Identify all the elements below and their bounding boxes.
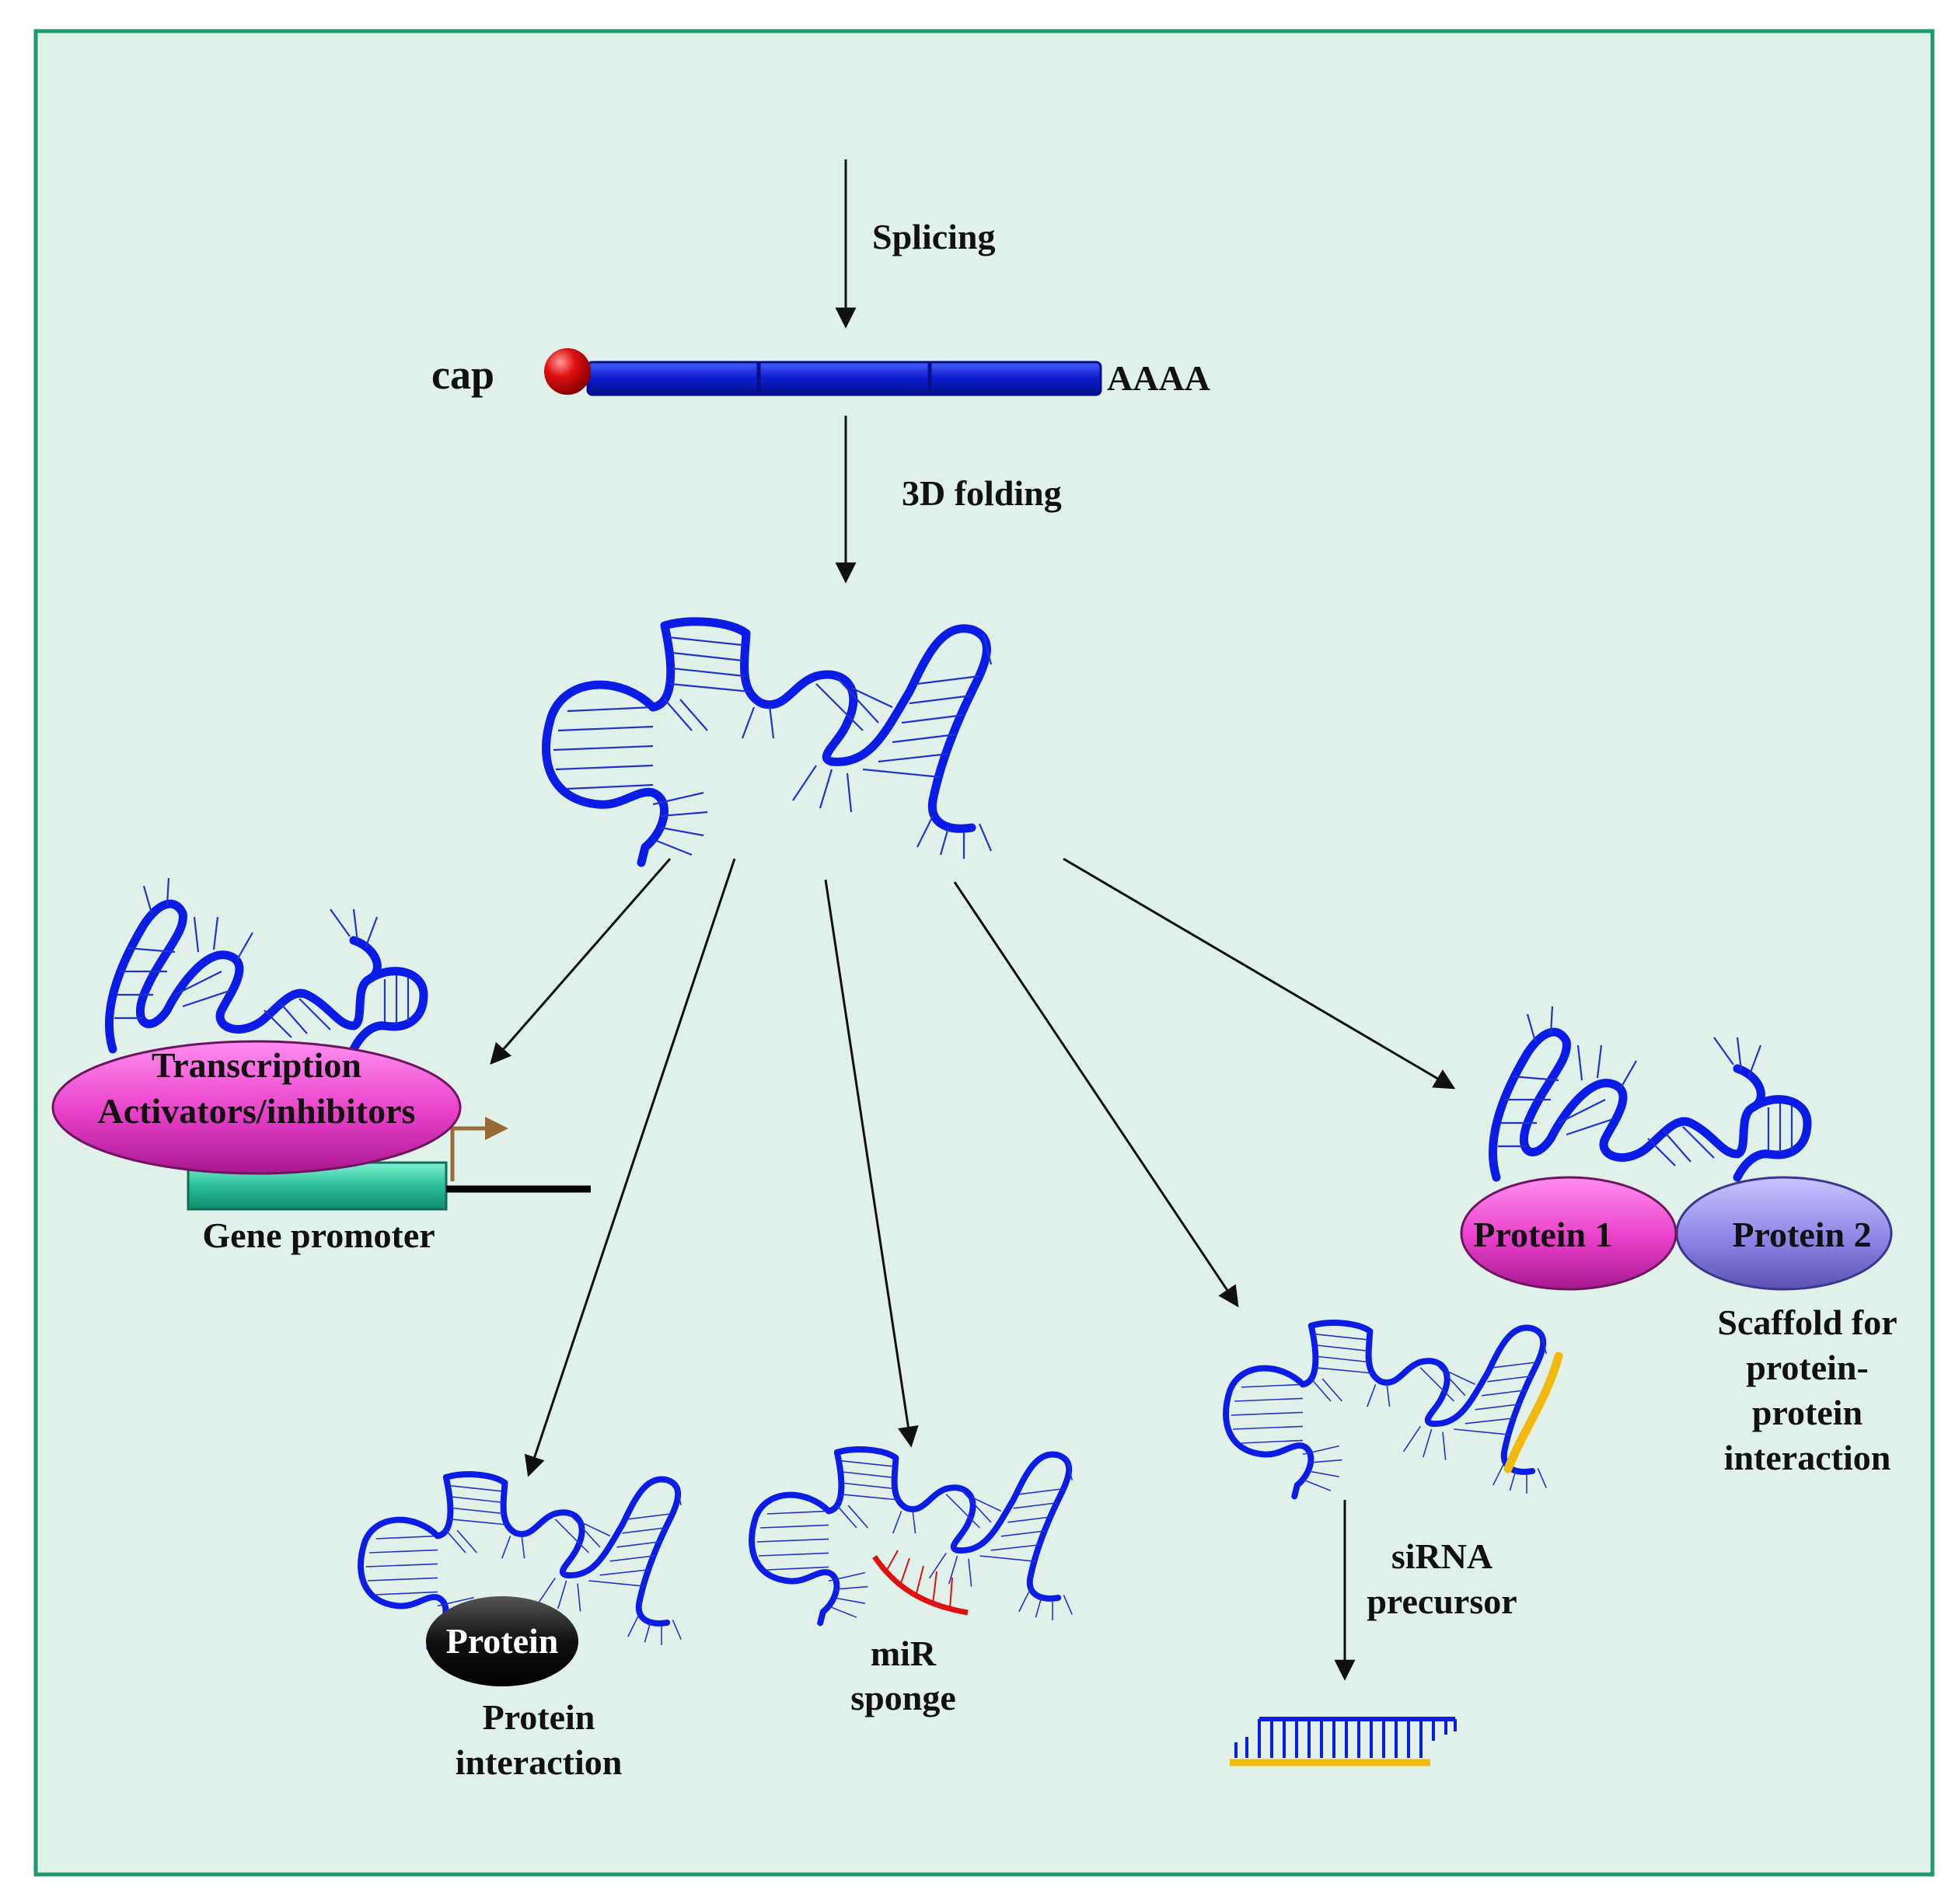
- scaffold-label-line4: interaction: [1724, 1438, 1891, 1477]
- scaffold-module: Protein 1 Protein 2 Scaffold for protein…: [1460, 1006, 1897, 1477]
- cap-icon: [544, 348, 591, 395]
- sirna-module: siRNA precursor: [1226, 1323, 1563, 1766]
- protein-1-blob: [1460, 1176, 1677, 1291]
- polya-label: AAAA: [1107, 358, 1210, 398]
- transcription-label-line2: Activators/inhibitors: [98, 1091, 416, 1131]
- sirna-label-line1: siRNA: [1391, 1536, 1492, 1576]
- arrow-to-protein-interaction: [524, 858, 736, 1477]
- transcription-factor: [51, 1040, 462, 1175]
- tss-arrow-icon: [450, 1117, 508, 1181]
- arrow-to-transcription: [490, 858, 672, 1065]
- splicing-label: Splicing: [872, 217, 996, 256]
- mir-sponge-module: miR sponge: [752, 1449, 1072, 1717]
- protein-interaction-module: Protein Protein interaction: [361, 1474, 681, 1782]
- sirna-region: [1503, 1351, 1563, 1473]
- transcription-module: Transcription Activators/inhibitors Gene…: [51, 878, 591, 1255]
- sirna-label-line2: precursor: [1367, 1581, 1517, 1621]
- spliced-transcript: [544, 348, 1102, 396]
- mir-sponge-line1: miR: [871, 1634, 937, 1673]
- scaffold-label-line2: protein-: [1746, 1348, 1869, 1387]
- scaffold-label-line1: Scaffold for: [1717, 1302, 1897, 1342]
- protein-blob-label: Protein: [446, 1621, 559, 1661]
- arrow-to-scaffold: [1063, 857, 1456, 1090]
- protein-blob: [426, 1596, 578, 1686]
- protein-1-label: Protein 1: [1473, 1215, 1612, 1254]
- mirna-strand: [872, 1550, 969, 1616]
- cap-label: cap: [431, 351, 494, 398]
- protein-interaction-line2: interaction: [456, 1742, 623, 1782]
- gene-promoter-label: Gene promoter: [202, 1215, 435, 1255]
- sirna-duplex: [1230, 1717, 1457, 1766]
- folding-label: 3D folding: [902, 473, 1062, 513]
- protein-interaction-line1: Protein: [483, 1697, 595, 1737]
- scaffold-label-line3: protein: [1752, 1393, 1862, 1432]
- arrow-to-sirna: [953, 881, 1239, 1308]
- diagram-panel: [33, 29, 1935, 1877]
- transcription-label-line1: Transcription: [152, 1045, 361, 1085]
- mir-sponge-line2: sponge: [850, 1678, 955, 1717]
- arrow-to-mir-sponge: [824, 879, 919, 1448]
- protein-2-label: Protein 2: [1732, 1215, 1871, 1254]
